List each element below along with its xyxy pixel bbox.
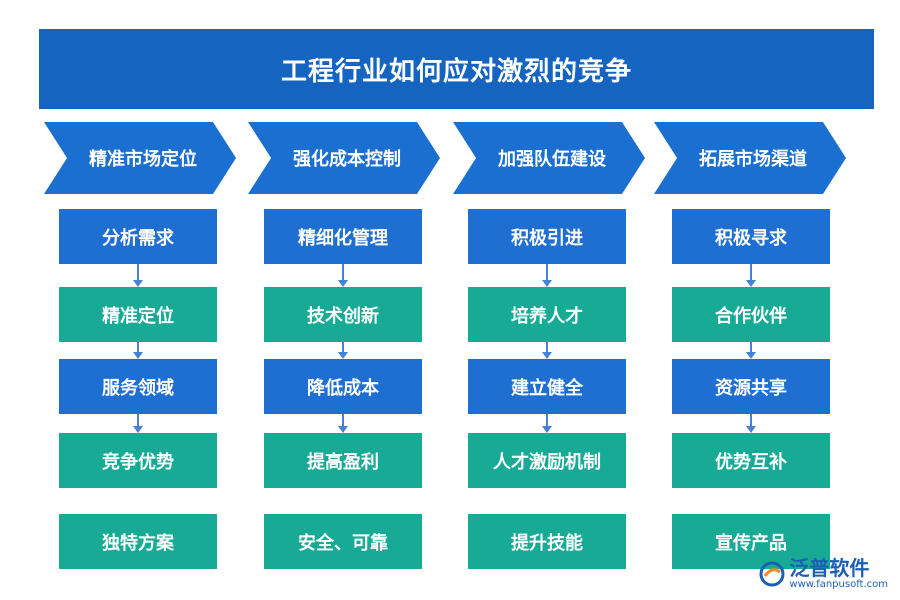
diagram-title: 工程行业如何应对激烈的竞争 <box>39 29 874 109</box>
col4-node-1: 积极寻求 <box>672 209 830 264</box>
col2-node-2: 技术创新 <box>264 287 422 342</box>
col3-arrow-2 <box>542 342 552 359</box>
col2-node-5: 安全、可靠 <box>264 514 422 569</box>
col2-node-4: 提高盈利 <box>264 433 422 488</box>
col1-node-1: 分析需求 <box>59 209 217 264</box>
col4-node-2: 合作伙伴 <box>672 287 830 342</box>
col3-node-5: 提升技能 <box>468 514 626 569</box>
brand-name: 泛普软件 <box>789 556 870 580</box>
col2-arrow-3 <box>338 414 348 433</box>
col2-arrow-2 <box>338 342 348 359</box>
col1-arrow-1 <box>133 264 143 287</box>
col3-arrow-1 <box>542 264 552 287</box>
col1-node-2: 精准定位 <box>59 287 217 342</box>
column-header-3: 加强队伍建设 <box>453 122 645 194</box>
brand-logo: 泛普软件 www.fanpusoft.com <box>759 558 888 590</box>
col2-node-3: 降低成本 <box>264 359 422 414</box>
column-header-4-label: 拓展市场渠道 <box>699 149 807 170</box>
col1-arrow-2 <box>133 342 143 359</box>
col2-node-1: 精细化管理 <box>264 209 422 264</box>
column-header-4: 拓展市场渠道 <box>654 122 846 194</box>
column-header-2-label: 强化成本控制 <box>293 149 401 170</box>
col3-node-4: 人才激励机制 <box>468 433 626 488</box>
column-header-3-label: 加强队伍建设 <box>498 149 606 170</box>
col2-arrow-1 <box>338 264 348 287</box>
col4-arrow-2 <box>746 342 756 359</box>
col1-node-3: 服务领域 <box>59 359 217 414</box>
col3-node-3: 建立健全 <box>468 359 626 414</box>
column-header-1: 精准市场定位 <box>44 122 236 194</box>
col3-node-2: 培养人才 <box>468 287 626 342</box>
column-header-1-label: 精准市场定位 <box>89 149 197 170</box>
brand-url: www.fanpusoft.com <box>789 579 888 590</box>
brand-logo-icon <box>759 561 785 587</box>
col1-node-5: 独特方案 <box>59 514 217 569</box>
col1-arrow-3 <box>133 414 143 433</box>
col4-arrow-1 <box>746 264 756 287</box>
col1-node-4: 竞争优势 <box>59 433 217 488</box>
col4-node-5: 宣传产品 <box>672 514 830 569</box>
col4-node-4: 优势互补 <box>672 433 830 488</box>
column-header-2: 强化成本控制 <box>248 122 440 194</box>
col4-arrow-3 <box>746 414 756 433</box>
col4-node-3: 资源共享 <box>672 359 830 414</box>
col3-arrow-3 <box>542 414 552 433</box>
col3-node-1: 积极引进 <box>468 209 626 264</box>
